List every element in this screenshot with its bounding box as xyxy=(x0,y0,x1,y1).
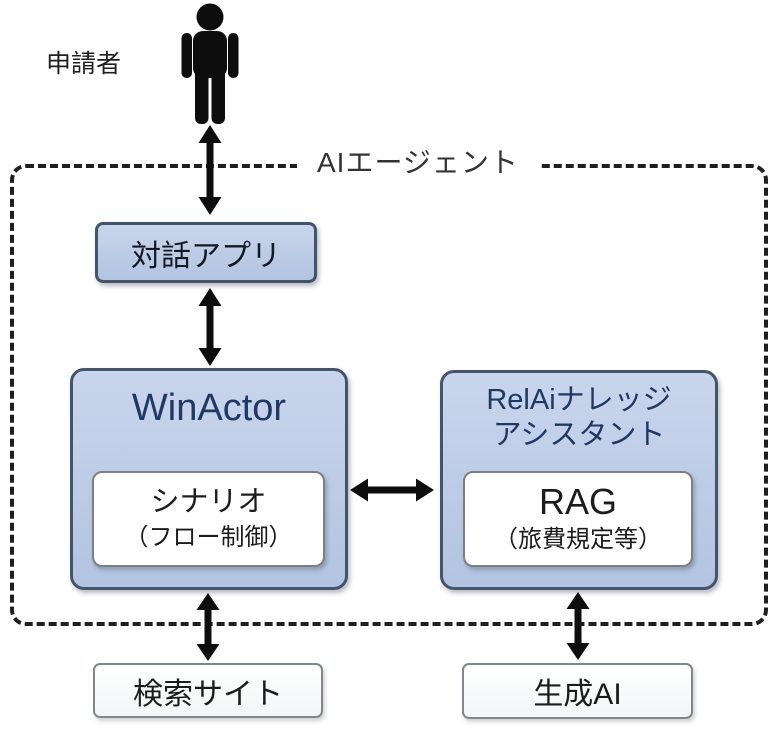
scenario-subnode: シナリオ （フロー制御） xyxy=(92,471,325,567)
arrow-applicant-dialog xyxy=(193,124,227,216)
scenario-sublabel: （フロー制御） xyxy=(124,524,293,551)
search-site-label: 検索サイト xyxy=(133,677,283,711)
person-icon xyxy=(178,2,242,124)
relai-title-line1: RelAiナレッジ xyxy=(486,384,672,416)
rag-subnode: RAG （旅費規定等） xyxy=(463,471,693,567)
scenario-label: シナリオ xyxy=(150,486,267,518)
dialog-app-node: 対話アプリ xyxy=(95,222,317,283)
ai-agent-label: AIエージェント xyxy=(297,144,539,182)
rag-sublabel: （旅費規定等） xyxy=(494,526,662,553)
winactor-title: WinActor xyxy=(131,387,287,429)
dialog-app-label: 対話アプリ xyxy=(131,239,281,273)
arrow-winactor-relai xyxy=(349,473,435,507)
rag-label: RAG xyxy=(538,481,617,522)
arrow-dialog-winactor xyxy=(193,287,227,367)
arrow-relai-genai xyxy=(561,591,595,661)
gen-ai-label: 生成AI xyxy=(533,678,622,711)
relai-title-line2: アシスタント xyxy=(492,419,666,451)
gen-ai-node: 生成AI xyxy=(462,663,693,719)
arrow-winactor-search xyxy=(191,592,225,662)
search-site-node: 検索サイト xyxy=(93,663,323,718)
applicant-label: 申請者 xyxy=(46,50,122,78)
